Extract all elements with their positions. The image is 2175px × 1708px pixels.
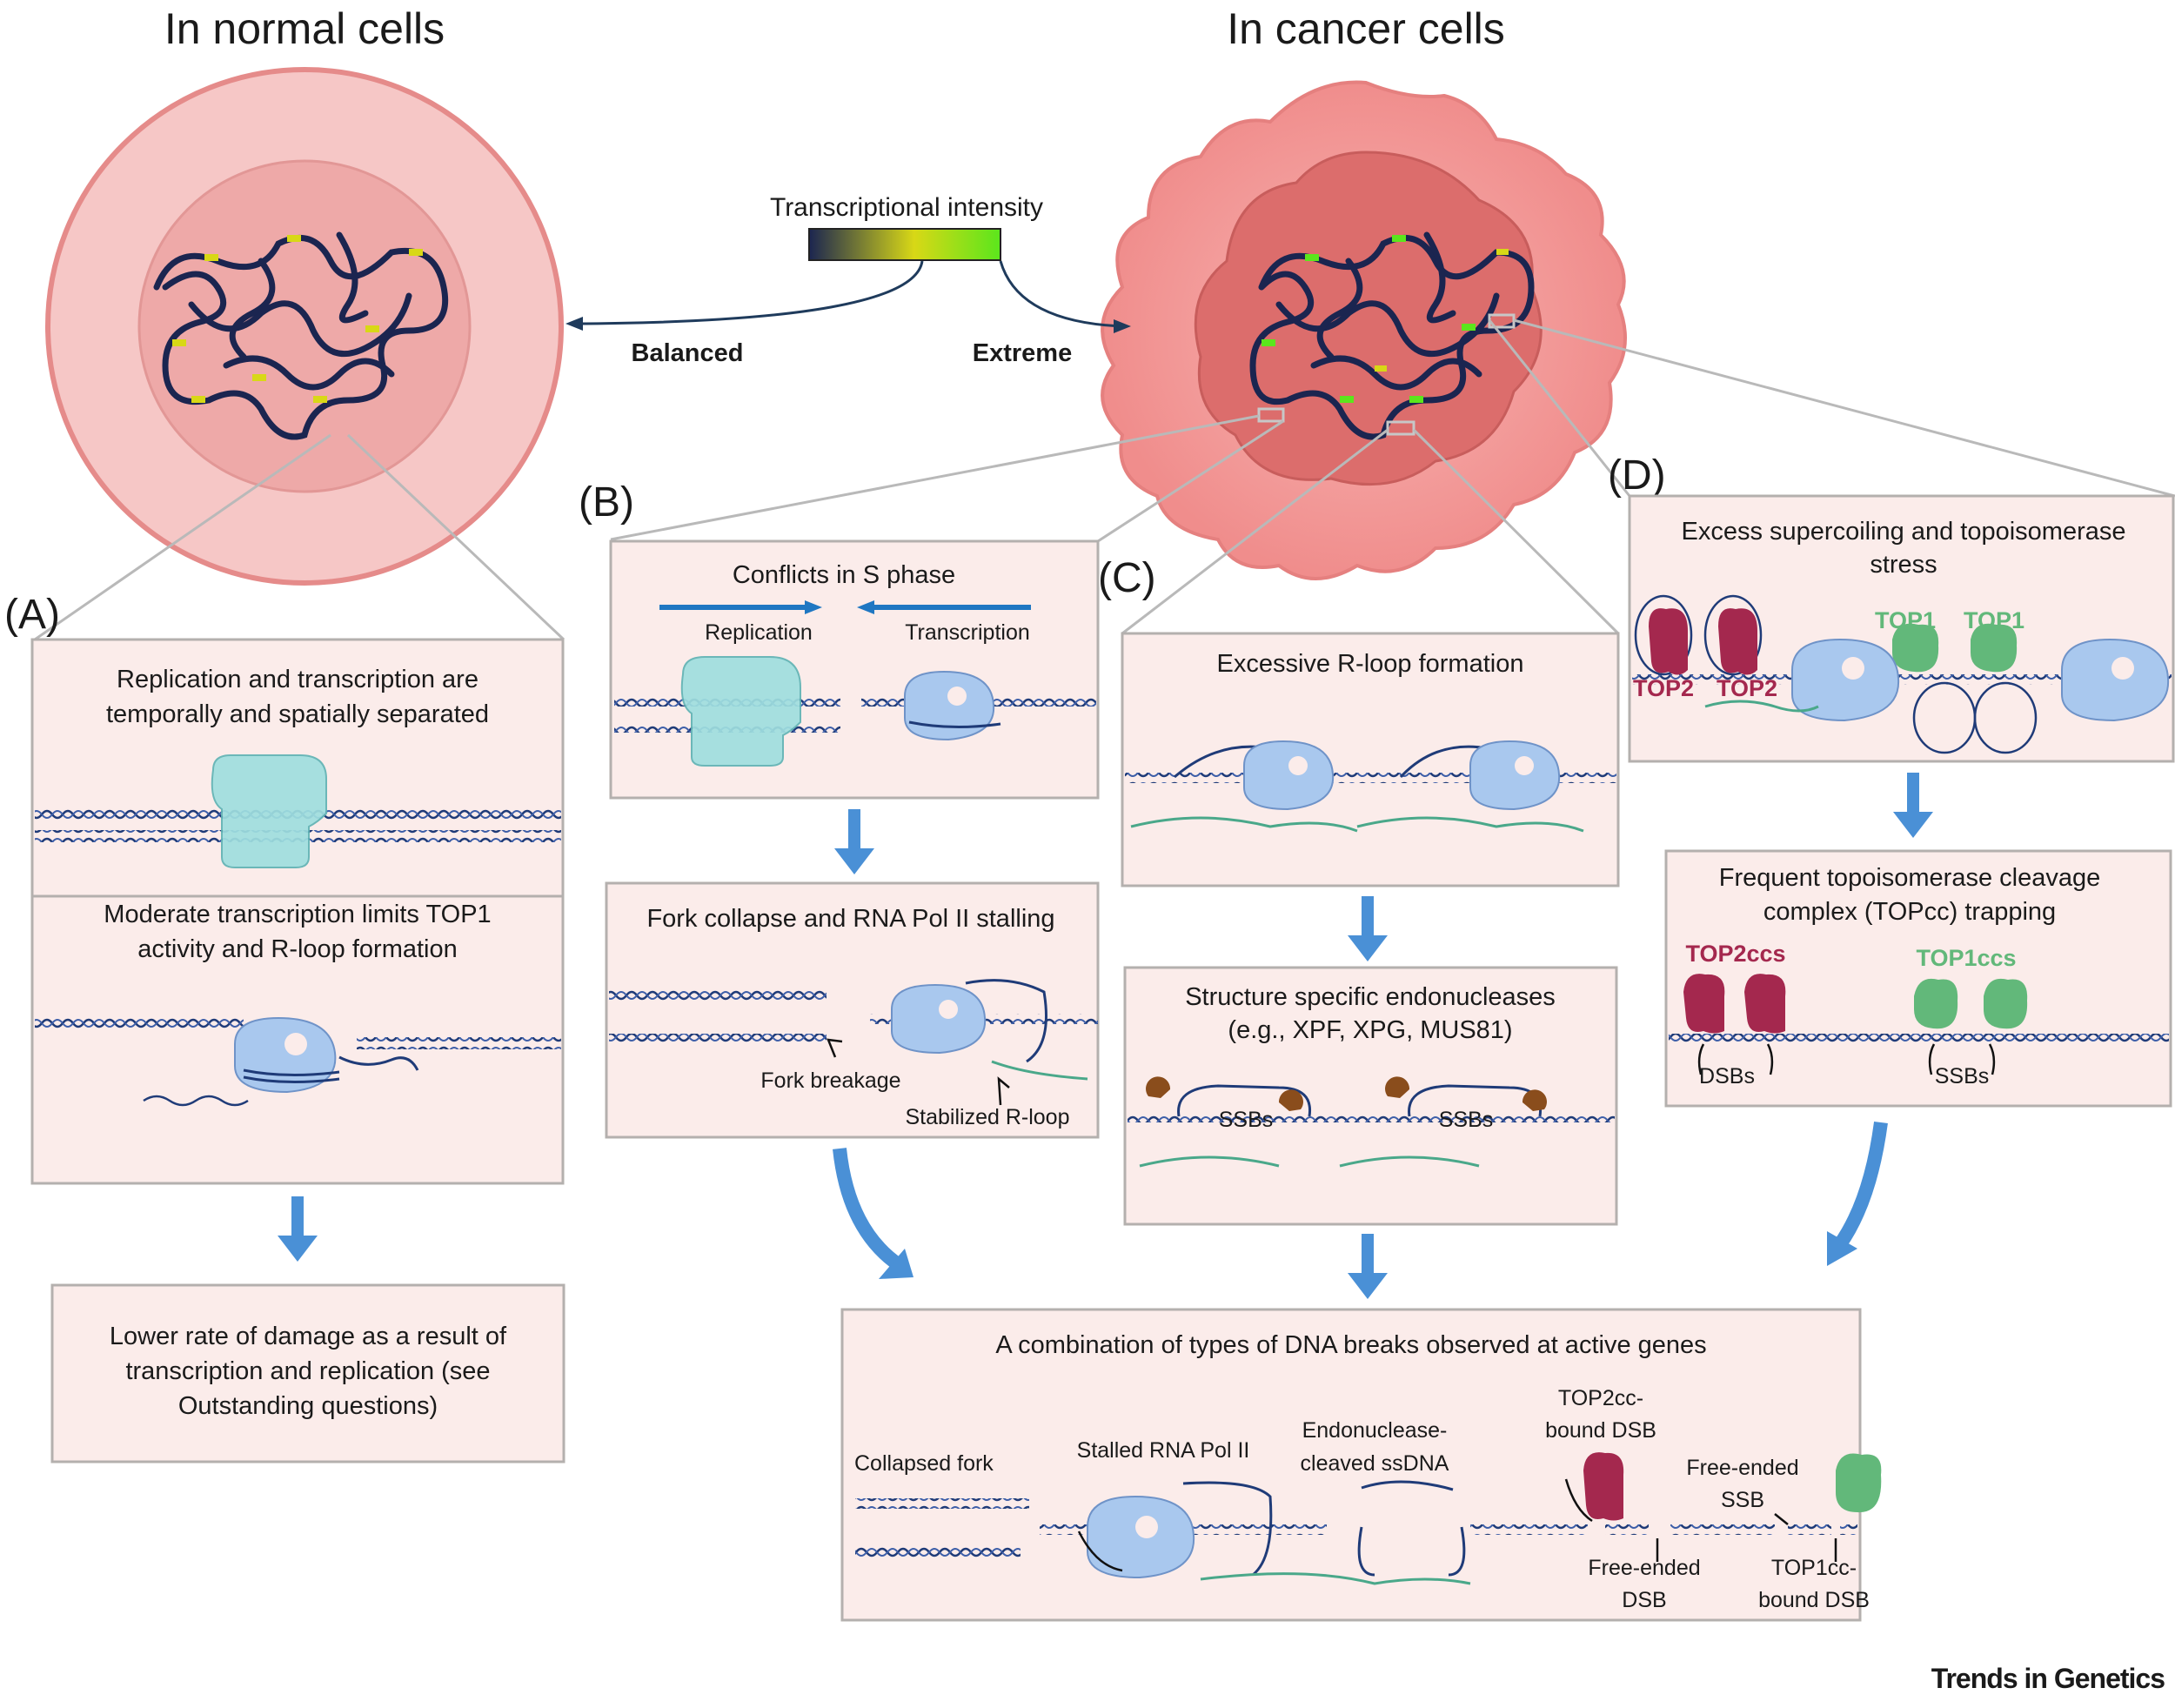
free-dsb-label-line1: Free-ended [1588,1556,1700,1580]
top2-label-2: TOP2 [1717,675,1777,701]
panel-b: Conflicts in S phase Replication Transcr… [605,539,1100,1139]
panel-label-c: (C) [1098,555,1156,601]
stalled-pol-label: Stalled RNA Pol II [1077,1438,1250,1463]
endo-label-line1: Endonuclease- [1302,1418,1448,1443]
panel-a-text3-line1: Lower rate of damage as a result of [110,1323,507,1350]
panel-d-text2-line2: complex (TOPcc) trapping [1763,898,2056,926]
panel-d-text1-line2: stress [1870,551,1937,579]
top2cc-label-line2: bound DSB [1545,1418,1656,1443]
panel-a-text1-line1: Replication and transcription are [117,666,478,693]
intensity-gradient-bar [808,228,1001,261]
top2cc-label-line1: TOP2cc- [1558,1386,1643,1410]
top1-label-1: TOP1 [1875,607,1936,633]
panel-c-title1: Excessive R-loop formation [1217,650,1524,678]
journal-logo: Trends in Genetics [1931,1663,2165,1694]
panel-d-down-arrow [1893,773,1933,838]
top2cc-icon [1683,974,1786,1034]
panel-c-text2-line2: (e.g., XPF, XPG, MUS81) [1228,1016,1512,1044]
ssbs-label-1: SSBs [1219,1108,1274,1132]
rna-pol2-icon [1469,740,1561,811]
free-dsb-label-line2: DSB [1622,1588,1666,1612]
legend-title: Transcriptional intensity [770,193,1043,222]
ssbs-label-d: SSBs [1935,1064,1990,1088]
panel-a-down-arrow [278,1196,318,1262]
rna-pol2-icon [2061,638,2170,722]
bottom-title: A combination of types of DNA breaks obs… [995,1331,1706,1359]
top1cc-icon [1914,978,2028,1029]
panel-b-title2: Fork collapse and RNA Pol II stalling [646,905,1054,933]
top2ccs-label: TOP2ccs [1685,941,1785,967]
replisome-icon [211,754,327,868]
transcription-label: Transcription [905,620,1030,645]
free-ssb-label-line2: SSB [1721,1488,1764,1512]
panel-d: Excess supercoiling and topoisomerase st… [1628,494,2175,1108]
panel-a-text3-line3: Outstanding questions) [178,1392,438,1420]
panel-a-text2-line1: Moderate transcription limits TOP1 [104,901,491,928]
extreme-label: Extreme [973,339,1072,367]
intensity-legend: Transcriptional intensity Balanced Extre… [566,193,1131,367]
replisome-icon [680,656,801,767]
panel-c-text2-line1: Structure specific endonucleases [1185,983,1556,1011]
collapsed-fork-label: Collapsed fork [854,1451,994,1476]
panel-c-down-arrow-2 [1348,1234,1388,1299]
endonuclease-icon [1146,1076,1547,1111]
panel-a-text2-line2: activity and R-loop formation [137,935,458,963]
balanced-label: Balanced [632,339,744,367]
rna-pol2-icon [1087,1495,1195,1579]
rna-pol2-icon [1243,740,1335,811]
free-ssb-label-line1: Free-ended [1686,1456,1798,1480]
cancer-cell [1101,80,1627,580]
zoom-lines [34,318,2175,641]
ssbs-label-2: SSBs [1439,1108,1494,1132]
panel-label-b: (B) [579,479,634,526]
endo-label-line2: cleaved ssDNA [1301,1451,1449,1476]
dsbs-label: DSBs [1699,1064,1755,1088]
top1cc-bound-icon [1836,1453,1882,1513]
panel-c-down-arrow-1 [1348,896,1388,961]
panel-b-box2 [605,881,1100,1139]
normal-chromatin [153,231,449,440]
cancer-cells-title: In cancer cells [1227,4,1505,53]
top1cc-label-line2: bound DSB [1758,1588,1870,1612]
bottom-panel: A combination of types of DNA breaks obs… [840,1308,1882,1622]
panel-label-a: (A) [4,592,60,638]
panel-b-down-arrow [834,809,874,874]
panel-d-text1-line1: Excess supercoiling and topoisomerase [1682,518,2126,546]
cancer-chromatin [1249,231,1535,440]
bottom-box [840,1308,1862,1622]
normal-cells-title: In normal cells [164,4,445,53]
stabilized-rloop-label: Stabilized R-loop [906,1105,1070,1129]
panel-c: Excessive R-loop formation Structure spe… [1121,632,1620,1299]
panel-a: Replication and transcription are tempor… [30,638,566,1464]
panel-a-box [30,638,565,1185]
panel-a-text3-line2: transcription and replication (see [125,1357,490,1385]
fork-breakage-label: Fork breakage [760,1068,900,1093]
normal-cell [45,67,564,586]
rna-pol2-icon [1791,638,1900,722]
panel-b-title1: Conflicts in S phase [733,561,955,589]
rna-pol2-icon [904,670,995,741]
panel-d-text2-line1: Frequent topoisomerase cleavage [1719,864,2100,892]
panel-a-outcome-box [50,1283,566,1464]
replication-label: Replication [705,620,813,645]
top2-icon [1649,608,1757,675]
top1-label-2: TOP1 [1964,607,2024,633]
panel-a-text1-line2: temporally and spatially separated [106,700,489,728]
rna-pol2-icon [891,983,987,1055]
top1-icon [1892,623,2018,673]
panel-label-d: (D) [1608,452,1666,499]
top2cc-bound-icon [1583,1452,1624,1521]
top2-label-1: TOP2 [1633,675,1694,701]
merge-arrows [833,1121,1888,1279]
top1ccs-label: TOP1ccs [1916,945,2016,971]
top1cc-label-line1: TOP1cc- [1771,1556,1857,1580]
